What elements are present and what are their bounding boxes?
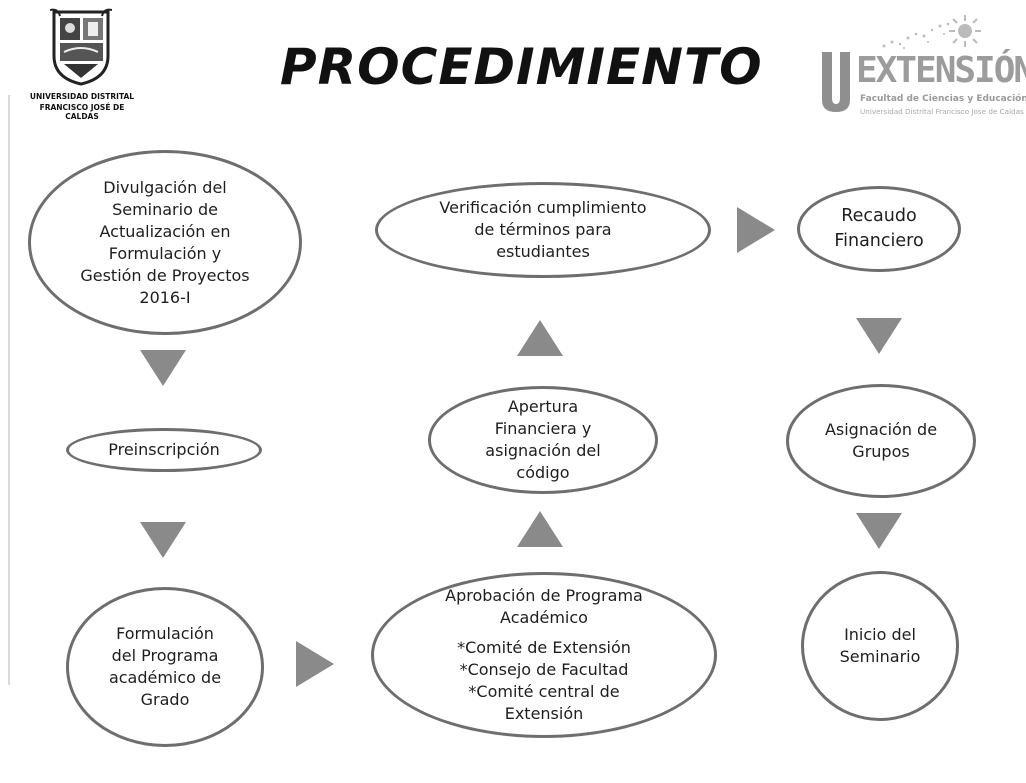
node-verificacion: Verificación cumplimiento de términos pa… xyxy=(375,182,711,278)
node-recaudo: Recaudo Financiero xyxy=(797,186,961,272)
faculty-name: Facultad de Ciencias y Educación xyxy=(860,94,1026,104)
u-letter-icon xyxy=(822,52,850,112)
node-text: de términos para xyxy=(474,220,612,239)
node-text: código xyxy=(516,463,570,482)
decorative-dots-icon xyxy=(882,22,950,49)
node-text: Extensión xyxy=(504,704,584,723)
node-text: 2016-I xyxy=(139,287,191,307)
node-text: Formulación y xyxy=(108,243,222,263)
arrow-up-icon xyxy=(517,320,563,356)
arrow-right-icon xyxy=(737,207,775,253)
arrow-right-icon xyxy=(296,641,334,687)
node-text: estudiantes xyxy=(496,242,590,261)
sun-emblem-icon xyxy=(949,15,981,47)
node-text: Preinscripción xyxy=(108,440,220,459)
arrow-down-icon xyxy=(856,318,902,354)
node-text: Gestión de Proyectos xyxy=(80,265,250,285)
node-text: Académico xyxy=(500,608,588,627)
node-aprobacion: Aprobación de Programa Académico *Comité… xyxy=(371,572,717,738)
page-title: PROCEDIMIENTO xyxy=(280,38,763,96)
node-text: *Consejo de Facultad xyxy=(459,660,629,679)
node-formulacion: Formulación del Programa académico de Gr… xyxy=(66,587,264,747)
node-text: académico de xyxy=(108,668,222,687)
arrow-down-icon xyxy=(140,522,186,558)
node-text: del Programa xyxy=(111,646,219,665)
node-preinscripcion: Preinscripción xyxy=(66,428,262,472)
node-apertura: Apertura Financiera y asignación del cód… xyxy=(428,386,658,494)
left-divider xyxy=(8,95,10,685)
node-text: Formulación xyxy=(116,624,214,643)
node-text: Apertura xyxy=(507,397,579,416)
node-text: Actualización en xyxy=(99,221,231,241)
node-text: Grado xyxy=(140,690,190,709)
node-text: Seminario de xyxy=(112,199,218,219)
node-asignacion: Asignación de Grupos xyxy=(786,384,976,498)
arrow-down-icon xyxy=(140,350,186,386)
node-text: Aprobación de Programa xyxy=(445,586,643,605)
node-text: Verificación cumplimiento xyxy=(439,198,647,217)
node-text: Recaudo xyxy=(841,206,917,226)
arrow-up-icon xyxy=(517,511,563,547)
node-text: Grupos xyxy=(852,442,910,461)
node-inicio: Inicio del Seminario xyxy=(801,571,959,721)
node-text: Inicio del xyxy=(844,625,916,644)
university-name-line2: FRANCISCO JOSÉ DE CALDAS xyxy=(39,103,125,121)
university-name-line1: UNIVERSIDAD DISTRITAL xyxy=(29,92,135,101)
node-divulgacion: Divulgación del Seminario de Actualizaci… xyxy=(28,150,302,335)
node-text: Asignación de xyxy=(824,420,938,439)
node-text: asignación del xyxy=(485,441,601,460)
universidad-distrital-logo: UNIVERSIDAD DISTRITAL FRANCISCO JOSÉ DE … xyxy=(22,8,142,123)
arrow-down-icon xyxy=(856,513,902,549)
node-text: Financiero xyxy=(834,231,924,251)
university-crest-icon xyxy=(50,8,112,86)
node-text: Seminario xyxy=(839,647,921,666)
node-text: Financiera y xyxy=(494,419,592,438)
node-text: Divulgación del xyxy=(103,177,227,197)
extension-logo: EXTENSIÓN Facultad de Ciencias y Educaci… xyxy=(818,10,1026,130)
extension-wordmark: EXTENSIÓN xyxy=(856,50,1026,91)
node-text: *Comité central de xyxy=(468,682,620,701)
node-text: *Comité de Extensión xyxy=(457,638,631,657)
university-subtitle: Universidad Distrital Francisco Jose de … xyxy=(860,107,1024,116)
